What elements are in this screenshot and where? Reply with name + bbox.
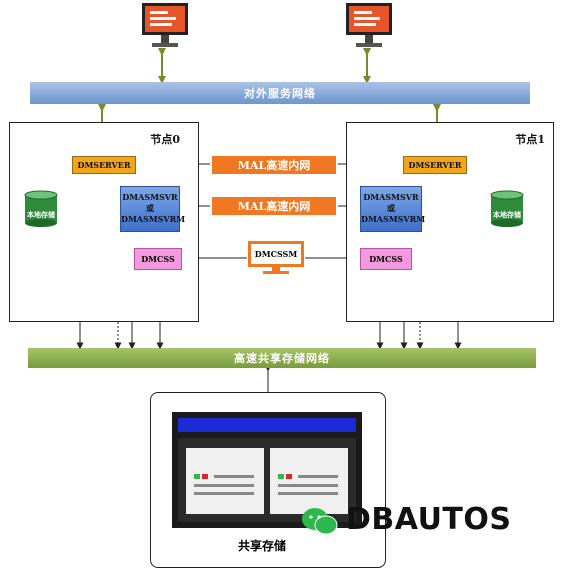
node1-dmcss: DMCSS — [360, 248, 412, 270]
monitor-screen-icon — [248, 241, 304, 274]
node1-title: 节点1 — [515, 133, 545, 146]
node0-dmasm-line2: 或 — [146, 203, 154, 213]
node0-dmserver: DMSERVER — [72, 156, 136, 174]
node1-dmserver: DMSERVER — [403, 156, 467, 174]
service-network-label: 对外服务网络 — [244, 87, 316, 100]
node1-dmasm-line2: 或 — [387, 203, 395, 213]
node0-title: 节点0 — [150, 133, 180, 146]
node0-dmcss: DMCSS — [134, 248, 182, 270]
shared-storage-label: 共享存储 — [238, 539, 287, 553]
node0-dmasm-line1: DMASMSVR — [122, 192, 178, 202]
mal-network-2: MAL高速内网 — [212, 197, 336, 215]
shared-storage-network-bar: 高速共享存储网络 — [28, 348, 536, 368]
storage-array-icon — [172, 412, 362, 528]
dmcssm-label: DMCSSM — [254, 249, 298, 259]
node1-dmasm-line3: DMASMSVRM — [361, 214, 426, 224]
node1-dmasm: DMASMSVR 或 DMASMSVRM — [360, 186, 426, 232]
node0-local-storage-label: 本地存储 — [27, 210, 55, 219]
node0-dmasm-line3: DMASMSVRM — [121, 214, 186, 224]
database-icon — [490, 190, 524, 227]
client-monitor-icon — [142, 3, 188, 47]
service-network-bar: 对外服务网络 — [30, 82, 530, 104]
node1-local-storage-label: 本地存储 — [493, 210, 521, 219]
node0-dmasm: DMASMSVR 或 DMASMSVRM — [120, 186, 186, 232]
mal-network-1: MAL高速内网 — [212, 156, 336, 174]
watermark-text: DBAUTOS — [346, 502, 512, 537]
shared-storage-network-label: 高速共享存储网络 — [234, 352, 330, 365]
node1-dmasm-line1: DMASMSVR — [363, 192, 419, 202]
client-monitor-icon — [346, 3, 392, 47]
wechat-icon — [302, 508, 338, 535]
database-icon — [24, 190, 58, 227]
